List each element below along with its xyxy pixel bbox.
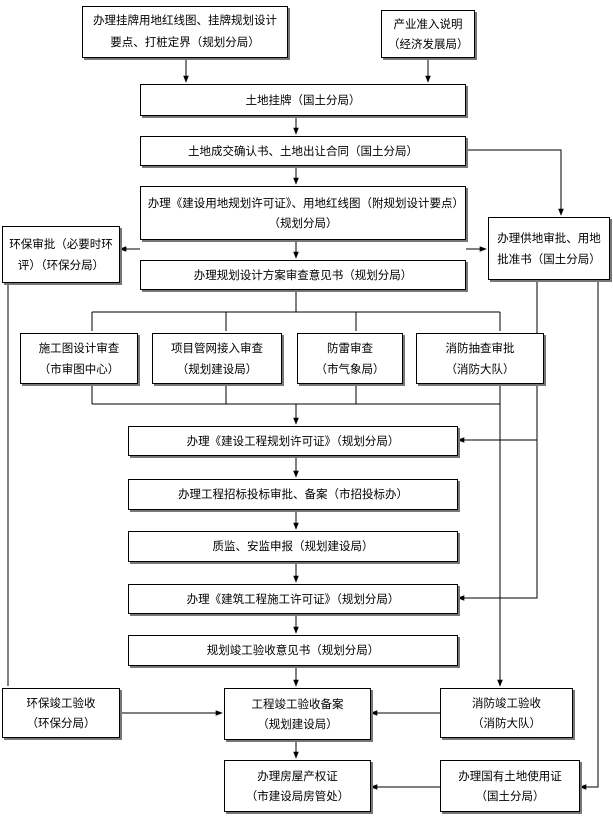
- node-construction-permit: 办理《建筑工程施工许可证》（规划分局）: [128, 584, 458, 614]
- node-env-approval: 环保审批（必要时环评）（环保分局）: [2, 226, 120, 283]
- arrow-n7-n22: [579, 280, 599, 790]
- arrow-n7-n16: [457, 440, 538, 601]
- node-construction-planning-permit: 办理《建设工程规划许可证》（规划分局）: [128, 426, 458, 456]
- node-lightning-review: 防雷审查（市气象局）: [297, 333, 403, 384]
- node-design-review: 办理规划设计方案审查意见书（规划分局）: [140, 260, 466, 290]
- node-land-use-cert: 办理国有土地使用证（国土分局）: [440, 760, 580, 812]
- node-land-listing-plan: 办理挂牌用地红线图、挂牌规划设计要点、打桩定界（规划分局）: [82, 6, 288, 58]
- node-land-planning-permit: 办理《建设用地规划许可证》、用地红线图（附规划设计要点）（规划分局）: [140, 186, 466, 240]
- node-pipe-network-review: 项目管网接入审查（规划建设局）: [152, 333, 282, 384]
- node-drawing-review: 施工图设计审查（市审图中心）: [20, 333, 138, 384]
- node-industry-access: 产业准入说明（经济发展局）: [381, 10, 475, 58]
- node-fire-acceptance: 消防竣工验收（消防大队）: [440, 688, 573, 738]
- node-house-ownership-cert: 办理房屋产权证（市建设局房管处）: [224, 760, 371, 812]
- node-land-contract: 土地成交确认书、土地出让合同（国土分局）: [140, 136, 466, 166]
- node-land-listing: 土地挂牌（国土分局）: [140, 84, 466, 116]
- node-tender-filing: 办理工程招标投标审批、备案（市招投标办）: [128, 479, 458, 510]
- node-planning-acceptance: 规划竣工验收意见书（规划分局）: [128, 635, 458, 666]
- node-completion-filing: 工程竣工验收备案（规划建设局）: [224, 688, 371, 740]
- arrow-n4-n7: [466, 149, 564, 216]
- node-quality-safety: 质监、安监申报（规划建设局）: [128, 531, 458, 562]
- node-env-acceptance: 环保竣工验收（环保分局）: [2, 688, 120, 738]
- node-land-supply-approval: 办理供地审批、用地批准书（国土分局）: [488, 217, 610, 280]
- node-fire-review: 消防抽查审批（消防大队）: [416, 333, 544, 384]
